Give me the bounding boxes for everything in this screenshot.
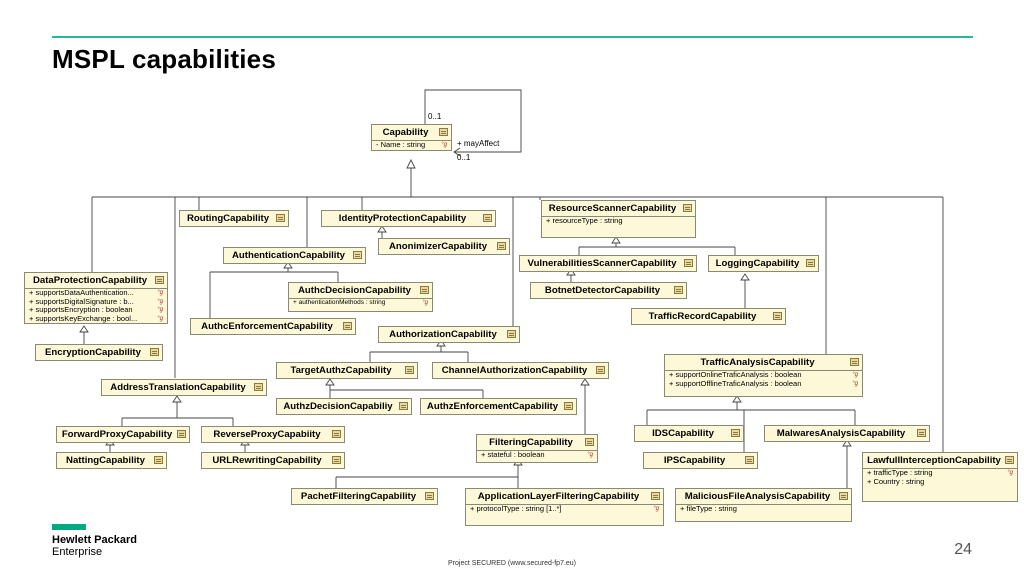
class-icon — [806, 259, 815, 267]
class-icon — [405, 366, 414, 374]
attribute-row: + supportsKeyExchange : bool...°g — [29, 314, 163, 323]
class-icon — [177, 430, 186, 438]
class-vulnerabilities-scanner-capability[interactable]: VulnerabilitiesScannerCapability — [519, 255, 697, 272]
attribute-row: + stateful : boolean°g — [481, 451, 593, 459]
footer-text: Project SECURED (www.secured-fp7.eu) — [448, 560, 576, 567]
class-icon — [276, 214, 285, 222]
class-icon — [745, 456, 754, 464]
class-traffic-record-capability[interactable]: TrafficRecordCapability — [631, 308, 786, 325]
may-affect-association — [424, 89, 522, 153]
class-url-rewriting-capability[interactable]: URLRewritingCapability — [201, 452, 345, 469]
multiplicity-top: 0..1 — [428, 112, 442, 121]
class-ids-capability[interactable]: IDSCapability — [634, 425, 744, 442]
class-application-layer-filtering-capability[interactable]: ApplicationLayerFilteringCapability + pr… — [465, 488, 664, 526]
class-icon — [155, 276, 164, 284]
class-icon — [332, 430, 341, 438]
multiplicity-bottom: 0..1 — [457, 153, 471, 162]
class-ips-capability[interactable]: IPSCapability — [643, 452, 758, 469]
class-authz-decision-capability[interactable]: AuthzDecisionCapabiliy — [276, 398, 412, 415]
slide-title: MSPL capabilities — [52, 44, 276, 74]
class-icon — [353, 251, 362, 259]
class-icon — [596, 366, 605, 374]
class-resource-scanner-capability[interactable]: ResourceScannerCapability + resourceType… — [541, 200, 696, 238]
class-icon — [1005, 456, 1014, 464]
class-icon — [507, 330, 516, 338]
class-data-protection-capability[interactable]: DataProtectionCapability + supportsDataA… — [24, 272, 168, 324]
class-identity-protection-capability[interactable]: IdentityProtectionCapability — [321, 210, 496, 227]
class-icon — [150, 348, 159, 356]
class-icon — [564, 402, 573, 410]
hpe-logo: Hewlett Packard Enterprise — [52, 524, 137, 558]
class-filtering-capability[interactable]: FilteringCapability + stateful : boolean… — [476, 434, 598, 463]
attribute-row: + supportsDataAuthentication...°g — [29, 289, 163, 297]
class-icon — [839, 492, 848, 500]
class-icon — [585, 438, 594, 446]
class-target-authz-capability[interactable]: TargetAuthzCapability — [276, 362, 418, 379]
attribute-row: + trafficType : string°g — [867, 469, 1013, 477]
logo-line-2: Enterprise — [52, 546, 103, 558]
class-routing-capability[interactable]: RoutingCapability — [179, 210, 289, 227]
class-icon — [773, 312, 782, 320]
class-icon — [254, 383, 263, 391]
class-pachet-filtering-capability[interactable]: PachetFilteringCapability — [291, 488, 438, 505]
class-authentication-capability[interactable]: AuthenticationCapability — [223, 247, 366, 264]
class-natting-capability[interactable]: NattingCapability — [56, 452, 167, 469]
attribute-row: + supportOnlineTraficAnalysis : boolean°… — [669, 371, 858, 379]
class-forward-proxy-capability[interactable]: ForwardProxyCapability — [56, 426, 190, 443]
generalization-arrow — [406, 158, 416, 169]
class-anonimizer-capability[interactable]: AnonimizerCapability — [378, 238, 510, 255]
attribute-row: + supportsEncryption : boolean°g — [29, 306, 163, 314]
class-icon — [332, 456, 341, 464]
attribute-row: + supportOfflineTraficAnalysis : boolean… — [669, 379, 858, 388]
attribute-row: + fileType : string — [680, 505, 737, 513]
class-icon — [651, 492, 660, 500]
class-encryption-capability[interactable]: EncryptionCapability — [35, 344, 163, 361]
class-icon — [399, 402, 408, 410]
attribute-row: + protocolType : string [1..*]°g — [470, 505, 659, 513]
class-icon — [731, 429, 740, 437]
class-authorization-capability[interactable]: AuthorizationCapability — [378, 326, 520, 343]
attribute-row: + authenticationMethods : string°g — [293, 299, 428, 306]
class-icon — [683, 204, 692, 212]
class-address-translation-capability[interactable]: AddressTranslationCapability — [101, 379, 267, 396]
title-accent-line — [52, 36, 973, 38]
attribute-row: + supportsDigitalSignature : b...°g — [29, 297, 163, 306]
class-botnet-detector-capability[interactable]: BotnetDetectorCapability — [530, 282, 687, 299]
class-traffic-analysis-capability[interactable]: TrafficAnalysisCapability + supportOnlin… — [664, 354, 863, 397]
class-reverse-proxy-capability[interactable]: ReverseProxyCapabiity — [201, 426, 345, 443]
class-capability[interactable]: Capability - Name : string°g — [371, 124, 452, 151]
class-icon — [343, 322, 352, 330]
class-authz-enforcement-capability[interactable]: AuthzEnforcementCapability — [420, 398, 577, 415]
class-icon — [420, 286, 429, 294]
class-icon — [684, 259, 693, 267]
attribute-row: - Name : string°g — [376, 141, 447, 149]
class-icon — [674, 286, 683, 294]
class-lawfull-interception-capability[interactable]: LawfullInterceptionCapability + trafficT… — [862, 452, 1018, 502]
class-authc-decision-capability[interactable]: AuthcDecisionCapability + authentication… — [288, 282, 433, 312]
attribute-row: + Country : string — [867, 477, 925, 486]
class-icon — [497, 242, 506, 250]
class-logging-capability[interactable]: LoggingCapability — [708, 255, 819, 272]
class-icon — [483, 214, 492, 222]
association-label: + mayAffect — [457, 139, 500, 148]
attribute-row: + resourceType : string — [546, 217, 623, 225]
logo-bar — [52, 524, 86, 530]
class-channel-authorization-capability[interactable]: ChannelAuthorizationCapability — [432, 362, 609, 379]
class-icon — [154, 456, 163, 464]
page-number: 24 — [954, 541, 972, 558]
class-icon — [917, 429, 926, 437]
class-icon — [439, 128, 448, 136]
class-malwares-analysis-capability[interactable]: MalwaresAnalysisCapability — [764, 425, 930, 442]
logo-line-1: Hewlett Packard — [52, 534, 137, 546]
class-malicious-file-analysis-capability[interactable]: MaliciousFileAnalysisCapability + fileTy… — [675, 488, 852, 522]
class-authc-enforcement-capability[interactable]: AuthcEnforcementCapability — [190, 318, 356, 335]
class-icon — [425, 492, 434, 500]
class-icon — [850, 358, 859, 366]
